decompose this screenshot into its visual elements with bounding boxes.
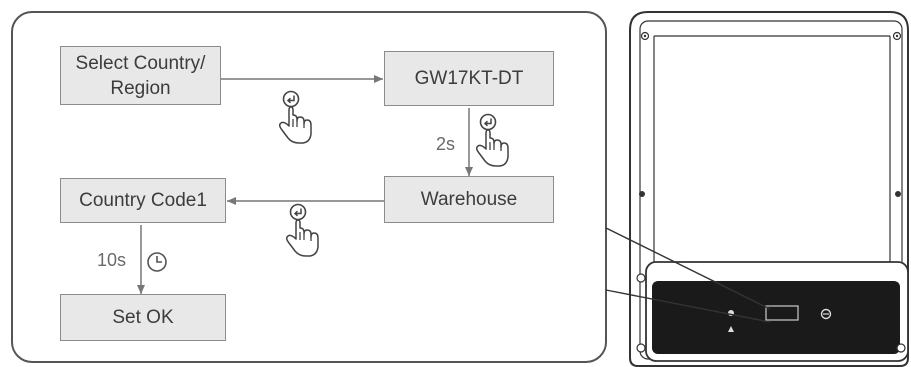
step-set-ok: Set OK [60,294,226,341]
lcd-screen [765,305,799,321]
timing-label-auto-wait: 10s [97,250,127,270]
timing-label-hold: 2s [436,134,456,154]
step-warehouse: Warehouse [384,176,554,223]
step-model-gw17kt-dt: GW17KT-DT [384,51,554,106]
clock-icon [147,252,167,272]
inverter-illustration [629,11,909,367]
callout-line [605,289,771,323]
press-enter-icon [285,203,319,257]
procedure-frame [11,11,607,363]
step-country-code: Country Code1 [60,178,226,223]
callout-line [605,227,771,310]
step-select-country-region: Select Country/ Region [60,46,221,105]
press-enter-icon [278,90,312,144]
enter-key [820,308,832,320]
press-enter-icon [475,113,509,167]
inverter-display-panel [652,281,900,354]
